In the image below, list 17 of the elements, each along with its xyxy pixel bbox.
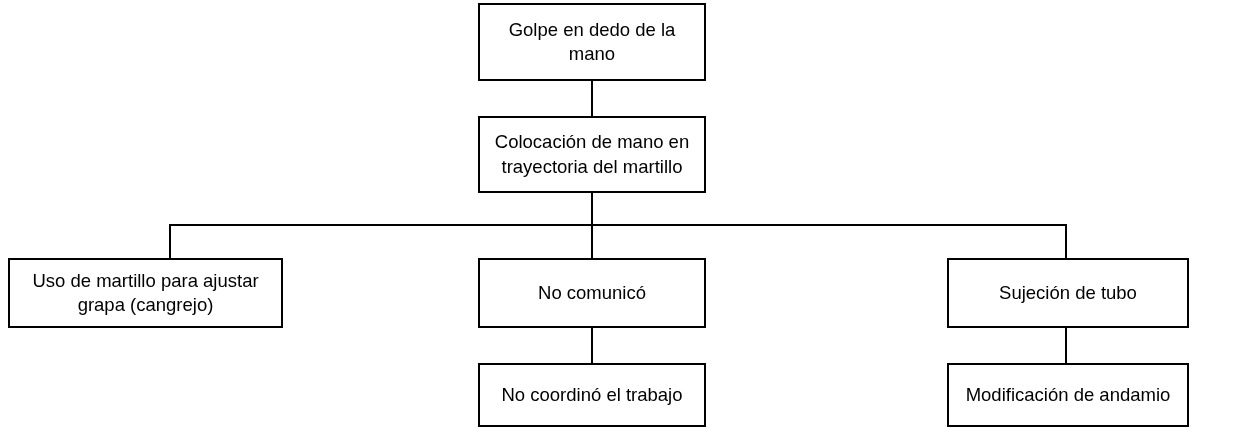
- box-label: No comunicó: [538, 280, 646, 305]
- process-box: [478, 258, 706, 328]
- process-box: [947, 258, 1189, 328]
- connector-line: [1065, 327, 1067, 364]
- box-label: Modificación de andamio: [965, 382, 1171, 407]
- process-box: [478, 363, 706, 427]
- process-box: [478, 3, 706, 81]
- box-label: Sujeción de tubo: [999, 280, 1137, 305]
- box-label: No coordinó el trabajo: [501, 382, 683, 407]
- process-box: [947, 363, 1189, 427]
- process-box: [8, 258, 283, 328]
- process-box: [478, 116, 706, 193]
- box-label: Colocación de mano en trayectoria del martillo: [493, 130, 691, 179]
- connector-line: [591, 80, 593, 117]
- connector-line: [591, 327, 593, 364]
- box-label: Golpe en dedo de la mano: [507, 17, 677, 66]
- box-label: Uso de martillo para ajustar grapa (cangrejo): [31, 268, 260, 317]
